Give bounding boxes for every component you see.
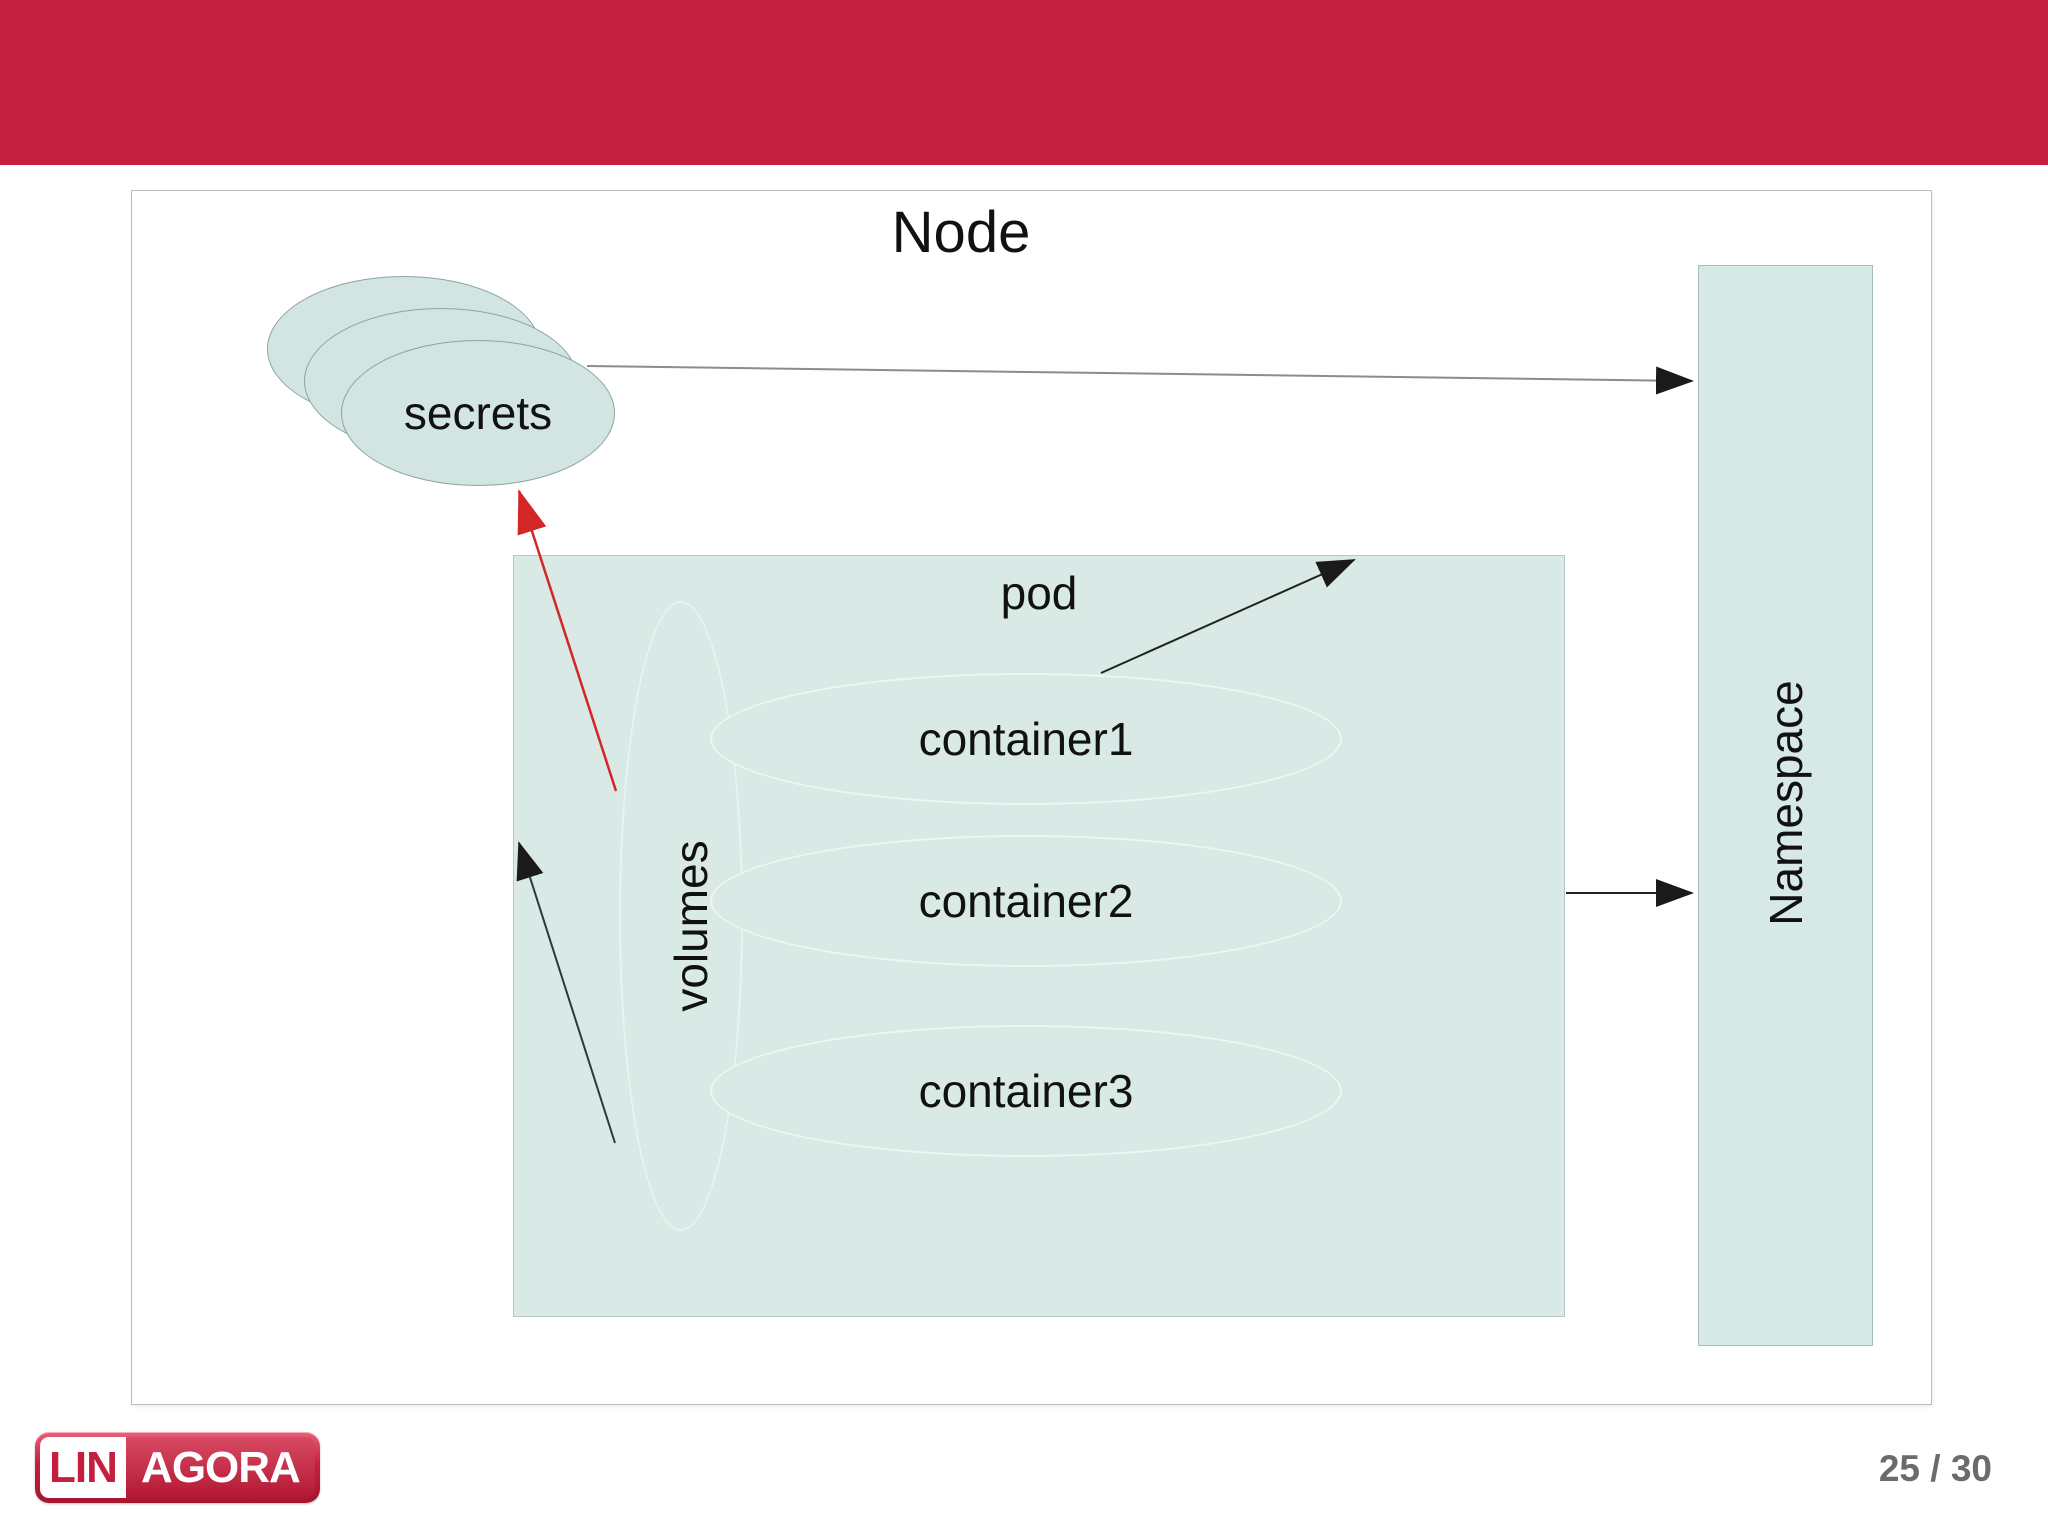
linagora-logo-inner: LIN AGORA — [40, 1437, 315, 1498]
container2-label: container2 — [918, 875, 1134, 927]
page-number: 25 / 30 — [1878, 1448, 1992, 1489]
namespace-box — [1698, 265, 1873, 1346]
pod-label: pod — [1000, 567, 1078, 619]
volumes-label: volumes — [665, 840, 717, 1012]
container3-label: container3 — [918, 1065, 1134, 1117]
container2-ellipse — [710, 835, 1342, 967]
container3-ellipse — [710, 1025, 1342, 1157]
slide-title: Node — [891, 200, 1031, 265]
logo-agora-text: AGORA — [125, 1437, 315, 1498]
secrets-ellipse-front — [341, 340, 615, 486]
container1-ellipse — [710, 673, 1342, 805]
secrets-label: secrets — [403, 387, 553, 439]
slide-canvas: Node secrets pod container1 container2 c… — [131, 190, 1932, 1405]
logo-lin-text: LIN — [40, 1437, 126, 1498]
top-banner — [0, 0, 2048, 165]
arrow-secrets-to-namespace — [586, 365, 1694, 395]
linagora-logo: LIN AGORA — [35, 1432, 320, 1503]
namespace-label: Namespace — [1760, 680, 1812, 926]
container1-label: container1 — [918, 713, 1134, 765]
